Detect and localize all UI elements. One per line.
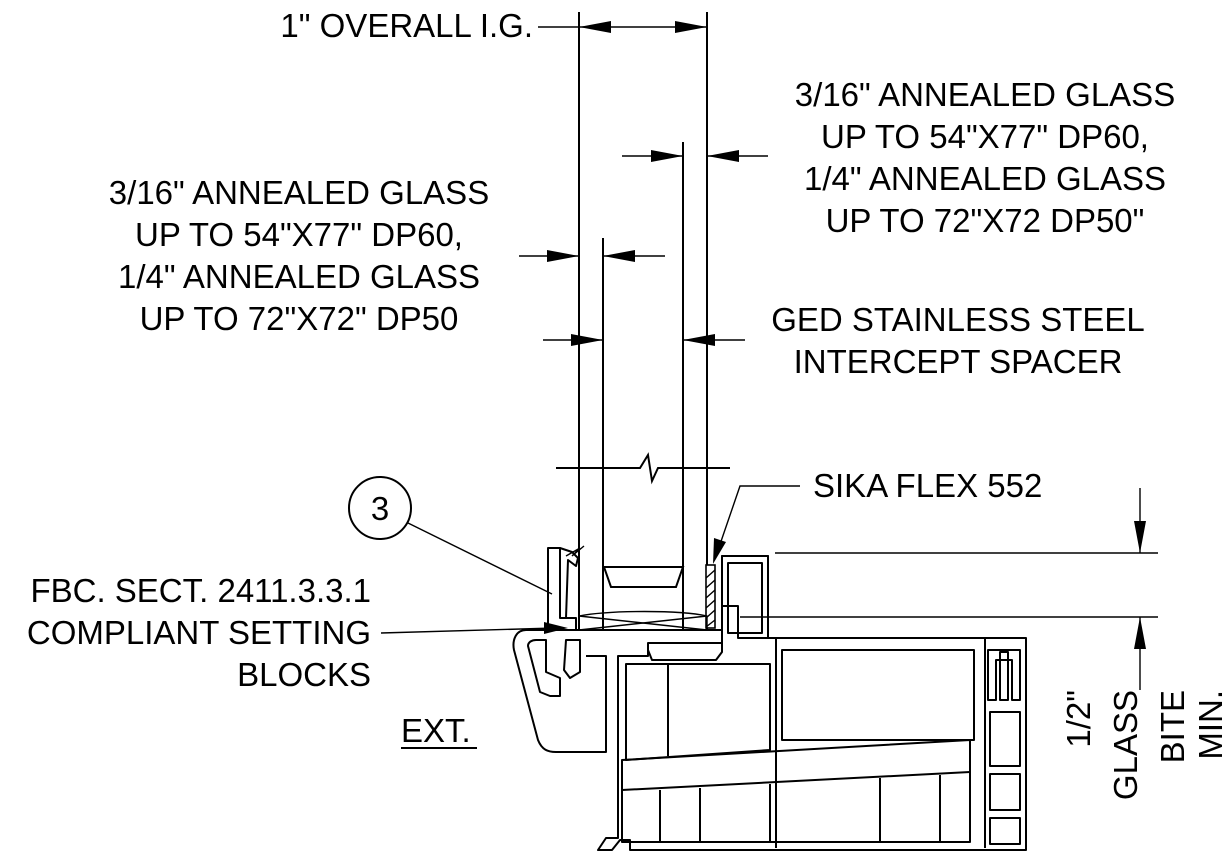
bite-arrow-bottom xyxy=(1134,617,1146,649)
spacer-arrow-left xyxy=(571,334,603,346)
setting-block-leader xyxy=(380,627,557,634)
sealant-label: SIKA FLEX 552 xyxy=(813,467,1042,504)
setting-blocks-note: FBC. SECT. 2411.3.3.1 COMPLIANT SETTING … xyxy=(27,572,371,693)
sealant-leader xyxy=(715,485,800,557)
weatherstrip-pile xyxy=(999,651,1009,701)
overall-ig-arrow-left xyxy=(579,21,611,33)
setting-block-body xyxy=(578,610,708,631)
sill-nose-inner xyxy=(527,639,561,697)
spacer-arrow-right xyxy=(683,334,715,346)
sealant-arrow xyxy=(713,538,726,564)
bite-line-2: GLASS xyxy=(1107,690,1144,800)
bite-line-1: 1/2" xyxy=(1060,690,1097,748)
chamber-small-2 xyxy=(989,773,1021,811)
sealant-bead xyxy=(705,564,716,629)
hatch-4 xyxy=(705,599,716,609)
bite-line-4: MIN. xyxy=(1192,690,1226,760)
chamber-small-3 xyxy=(989,817,1021,845)
callout-number: 3 xyxy=(371,490,389,527)
left-chamber xyxy=(625,663,771,761)
glass-left-line-1: 3/16" ANNEALED GLASS xyxy=(109,174,489,211)
glass-right-note: 3/16" ANNEALED GLASS UP TO 54"X77" DP60,… xyxy=(795,76,1175,239)
right-glass-arrow-right xyxy=(707,150,739,162)
callout-bubble xyxy=(348,476,412,540)
chamber-small-1 xyxy=(989,711,1021,767)
dimensions xyxy=(519,21,1158,690)
exterior-label: EXT. xyxy=(401,712,471,749)
frame-profile xyxy=(512,555,1027,851)
glass-right-line-2: UP TO 54"X77" DP60, xyxy=(821,118,1149,155)
glazing-fin xyxy=(565,545,585,557)
glass-right-line-3: 1/4" ANNEALED GLASS xyxy=(804,160,1166,197)
glazing-bead-lip xyxy=(559,547,579,619)
setting-block-x2 xyxy=(578,615,708,631)
insulated-glass-unit xyxy=(556,12,730,631)
sill-drip xyxy=(563,639,581,679)
glass-right-line-4: UP TO 72"X72 DP50" xyxy=(826,202,1145,239)
weatherstrip-track xyxy=(987,649,1021,701)
setting-block xyxy=(578,610,708,631)
glass-left-line-4: UP TO 72"X72" DP50 xyxy=(140,300,459,337)
break-line xyxy=(556,452,730,485)
slope-line xyxy=(621,771,971,791)
overall-ig-arrow-right xyxy=(675,21,707,33)
hatch-2 xyxy=(705,579,716,589)
callout-leader xyxy=(407,522,553,595)
intercept-spacer xyxy=(602,566,685,588)
glass-left-note: 3/16" ANNEALED GLASS UP TO 54"X77" DP60,… xyxy=(109,174,489,337)
glass-left-line-2: UP TO 54"X77" DP60, xyxy=(135,216,463,253)
left-glass-arrow-left xyxy=(547,250,579,262)
spacer-line-2: INTERCEPT SPACER xyxy=(794,343,1123,380)
left-glass-arrow-right xyxy=(603,250,635,262)
bite-line-3: BITE xyxy=(1154,690,1191,763)
spacer-note: GED STAINLESS STEEL INTERCEPT SPACER xyxy=(771,301,1145,380)
setting-blocks-line-2: COMPLIANT SETTING xyxy=(27,614,371,651)
setting-blocks-line-1: FBC. SECT. 2411.3.3.1 xyxy=(30,572,371,609)
sloped-chamber xyxy=(621,739,971,843)
glass-right-line-1: 3/16" ANNEALED GLASS xyxy=(795,76,1175,113)
interior-stop xyxy=(721,555,769,639)
bite-arrow-top xyxy=(1134,521,1146,553)
overall-ig-label: 1" OVERALL I.G. xyxy=(280,7,533,44)
glass-pocket xyxy=(647,643,723,661)
spacer-line-1: GED STAINLESS STEEL xyxy=(771,301,1145,338)
hatch-1 xyxy=(705,569,716,579)
sill-nose xyxy=(512,629,607,753)
glazing-bead-outline xyxy=(547,547,577,631)
main-chamber xyxy=(781,649,975,741)
glass-left-line-3: 1/4" ANNEALED GLASS xyxy=(118,258,480,295)
hatch-3 xyxy=(705,589,716,599)
right-glass-arrow-left xyxy=(651,150,683,162)
sill-outer xyxy=(548,555,1027,851)
sealant xyxy=(705,485,800,629)
setting-blocks-line-3: BLOCKS xyxy=(237,656,371,693)
stop-chamber xyxy=(727,562,763,634)
glass-bite-note: 1/2" GLASS BITE MIN. xyxy=(1060,690,1226,800)
